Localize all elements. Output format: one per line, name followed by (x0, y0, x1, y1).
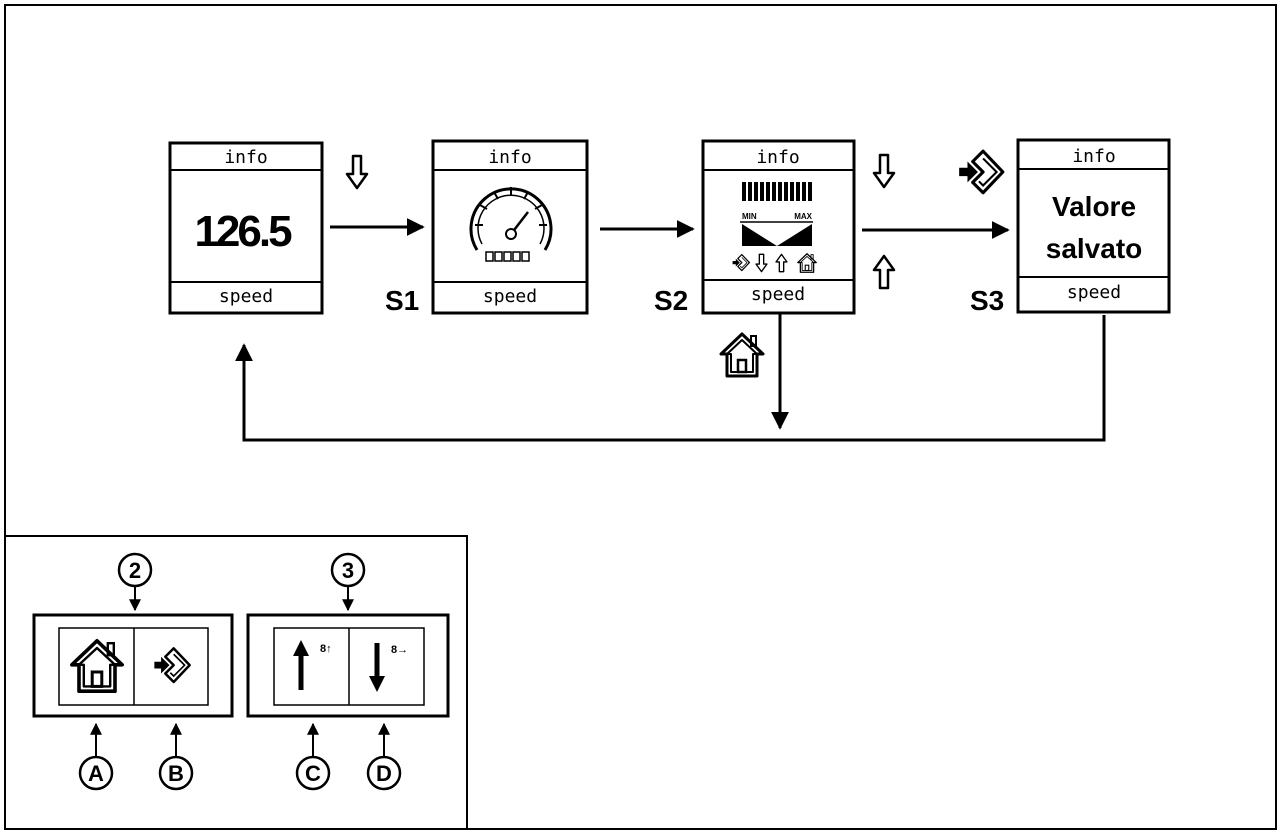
legend-c: C (305, 761, 321, 786)
screen-main-value: 126.5 (194, 207, 292, 256)
label-s1: S1 (385, 285, 419, 316)
legend-a: A (88, 761, 104, 786)
screen-s3-footer: speed (1067, 282, 1121, 303)
screen-s3-line2: salvato (1046, 233, 1143, 264)
legend-panel: 2 3 8↑ 8→ A B C (5, 535, 468, 829)
enter-icon (957, 149, 1005, 195)
enter-icon (153, 647, 191, 684)
screen-s3: info Valore salvato speed (1016, 138, 1171, 314)
legend-b: B (168, 761, 184, 786)
label-s2: S2 (654, 285, 688, 316)
outer-frame (4, 4, 1277, 830)
down-arrow-icon (345, 154, 369, 190)
legend-group-2: 2 (129, 558, 141, 583)
legend-d: D (376, 761, 392, 786)
screen-s3-header: info (1072, 146, 1115, 167)
min-label: MIN (742, 212, 757, 221)
screen-main-header: info (224, 147, 267, 168)
screen-s2-footer: speed (751, 284, 805, 305)
arrow-up-icon (293, 640, 309, 690)
legend-group-3: 3 (342, 558, 354, 583)
home-icon (719, 332, 765, 378)
level-bars (742, 182, 812, 201)
legend-down-sub: 8→ (391, 644, 408, 656)
up-arrow-icon (872, 254, 896, 290)
screen-main-footer: speed (219, 286, 273, 307)
max-label: MAX (794, 212, 812, 221)
screen-s1: info speed (431, 139, 589, 315)
screen-s2: info MIN MAX speed (701, 139, 856, 315)
speedometer-icon (469, 187, 553, 262)
screen-s1-footer: speed (483, 286, 537, 307)
screen-s3-line1: Valore (1052, 191, 1136, 222)
down-arrow-icon (872, 153, 896, 189)
legend-up-sub: 8↑ (320, 643, 332, 655)
home-icon (69, 638, 125, 694)
label-s3: S3 (970, 285, 1004, 316)
range-wedge (740, 221, 813, 246)
arrow-down-icon (369, 643, 385, 692)
return-path (235, 315, 1106, 442)
screen-s2-header: info (756, 147, 799, 168)
screen-s1-header: info (488, 147, 531, 168)
screen-main: info 126.5 speed (168, 141, 324, 315)
